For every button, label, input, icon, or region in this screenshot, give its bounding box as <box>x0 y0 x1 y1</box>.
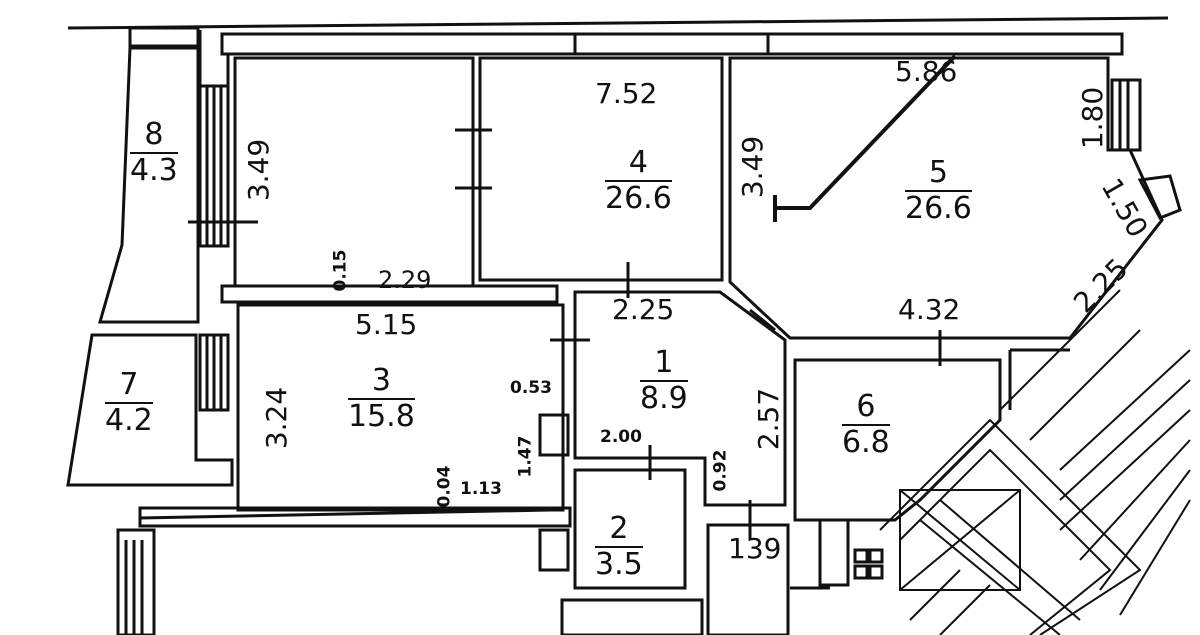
dim-7-52: 7.52 <box>595 77 658 110</box>
staircase <box>879 289 1191 635</box>
room-2-area: 3.5 <box>595 547 643 582</box>
room-4-outline <box>478 56 724 282</box>
room-4-label: 4 26.6 <box>605 148 672 214</box>
room-5-number: 5 <box>905 158 972 192</box>
dim-3-49-mid: 3.49 <box>736 135 770 199</box>
room-8-number: 8 <box>130 120 178 154</box>
room-1-area: 8.9 <box>640 381 688 416</box>
room-1-outline <box>573 290 787 507</box>
room-5-outline <box>728 56 1164 340</box>
room-2-label: 2 3.5 <box>595 514 643 580</box>
dim-0-04: 0.04 <box>434 465 455 508</box>
wall-mid-left <box>220 284 559 304</box>
room-1-label: 1 8.9 <box>640 348 688 414</box>
dim-2-57: 2.57 <box>752 387 786 451</box>
room-7-label: 7 4.2 <box>105 370 153 436</box>
room-8-label: 8 4.3 <box>130 120 178 186</box>
dim-1-47: 1.47 <box>515 435 536 478</box>
dim-2-00: 2.00 <box>600 427 642 447</box>
dim-2-29: 2.29 <box>378 266 432 294</box>
dim-4-32: 4.32 <box>898 293 961 326</box>
dim-3-49-left: 3.49 <box>242 138 276 202</box>
dim-3-24: 3.24 <box>260 386 294 450</box>
room-1-number: 1 <box>640 348 688 382</box>
room-5-diagonal <box>775 54 957 210</box>
dim-5-15: 5.15 <box>355 308 418 341</box>
top-wall <box>220 32 1124 56</box>
dim-0-15: 0.15 <box>330 249 351 292</box>
room-8-outline <box>98 46 200 324</box>
room-8-area: 4.3 <box>130 153 178 188</box>
dim-139: 139 <box>728 532 782 565</box>
room-139-outline <box>706 523 790 635</box>
dim-5-86: 5.86 <box>895 55 958 88</box>
room-3-area: 15.8 <box>348 399 415 434</box>
dim-0-53: 0.53 <box>510 378 552 398</box>
room-3-number: 3 <box>348 366 415 400</box>
window-right <box>1110 78 1142 152</box>
dim-1-80: 1.80 <box>1076 86 1110 150</box>
room-2-outline <box>573 468 687 590</box>
room-7-area: 4.2 <box>105 403 153 438</box>
dim-1-13: 1.13 <box>460 479 502 499</box>
room-2-number: 2 <box>595 514 643 548</box>
wall-bottom-left <box>138 506 572 528</box>
room-6-outline <box>793 358 1002 522</box>
dim-0-92: 0.92 <box>710 449 731 492</box>
room-4-area: 26.6 <box>605 181 672 216</box>
room-3-label: 3 15.8 <box>348 366 415 432</box>
room-4-number: 4 <box>605 148 672 182</box>
room-7-number: 7 <box>105 370 153 404</box>
room-6-label: 6 6.8 <box>842 392 890 458</box>
exterior-top-line <box>67 16 1169 30</box>
room-6-area: 6.8 <box>842 425 890 460</box>
room-5-area: 26.6 <box>905 191 972 226</box>
room-5-label: 5 26.6 <box>905 158 972 224</box>
lift-shaft <box>899 489 1021 591</box>
room-6-number: 6 <box>842 392 890 426</box>
room-7-outline <box>66 333 234 487</box>
room-3-outline <box>236 303 565 512</box>
dim-2-25-hall: 2.25 <box>612 293 675 326</box>
